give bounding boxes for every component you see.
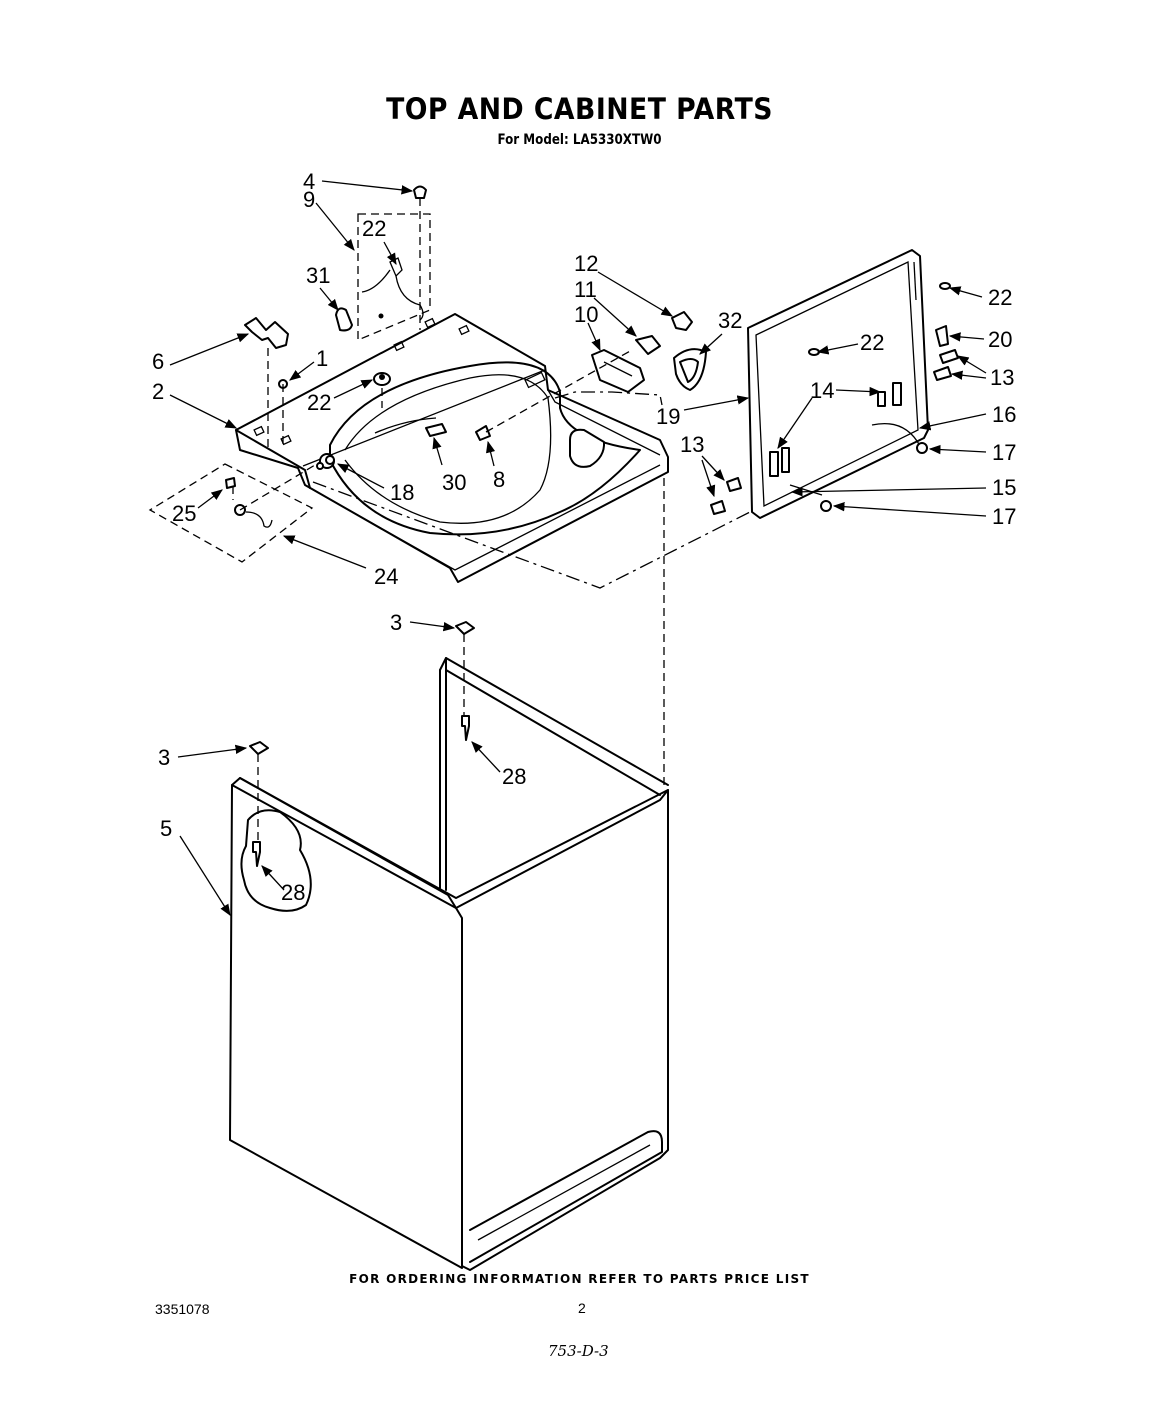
callout-12: 12 [574, 251, 598, 276]
callout-1: 1 [316, 346, 328, 371]
callout-3a: 3 [390, 610, 402, 635]
callout-19: 19 [656, 404, 680, 429]
leader-arrows [169, 180, 987, 916]
callout-28a: 28 [502, 764, 526, 789]
callout-5: 5 [160, 816, 172, 841]
document-number: 3351078 [155, 1301, 210, 1317]
callout-10: 10 [574, 302, 598, 327]
callout-13a: 13 [990, 365, 1014, 390]
small-parts [225, 185, 742, 755]
page-title: TOP AND CABINET PARTS [386, 92, 773, 126]
callout-2: 2 [152, 379, 164, 404]
callout-26: 22 [307, 390, 331, 415]
callout-24: 24 [374, 564, 398, 589]
callout-18: 18 [390, 480, 414, 505]
callout-17a: 17 [992, 440, 1016, 465]
callout-17b: 17 [992, 504, 1016, 529]
top-panel [235, 313, 669, 583]
callout-3b: 3 [158, 745, 170, 770]
callout-25: 25 [172, 501, 196, 526]
page-number: 2 [578, 1300, 586, 1316]
callout-16: 16 [992, 402, 1016, 427]
callout-15: 15 [992, 475, 1016, 500]
callout-8: 8 [493, 467, 505, 492]
callout-6: 6 [152, 349, 164, 374]
callout-27: 22 [362, 216, 386, 241]
callout-9: 9 [303, 187, 315, 212]
cabinet [229, 657, 669, 1271]
callout-labels: 4 9 22 31 6 1 2 22 12 11 10 32 19 22 22 … [152, 169, 1016, 905]
callout-4: 4 [303, 169, 315, 194]
ordering-note: FOR ORDERING INFORMATION REFER TO PARTS … [349, 1272, 810, 1286]
callout-20: 20 [988, 327, 1012, 352]
callout-22a: 22 [860, 330, 884, 355]
callout-31: 31 [306, 263, 330, 288]
model-subtitle: For Model: LA5330XTW0 [497, 132, 662, 148]
callout-13b: 13 [680, 432, 704, 457]
callout-11: 11 [574, 277, 597, 302]
callout-14: 14 [810, 378, 834, 403]
callout-28b: 28 [281, 880, 305, 905]
callout-22b: 22 [988, 285, 1012, 310]
handwritten-code: 753-D-3 [548, 1342, 609, 1360]
phantom-lines [148, 198, 751, 840]
callout-30: 30 [442, 470, 466, 495]
lid [747, 249, 959, 519]
callout-32: 32 [718, 308, 742, 333]
